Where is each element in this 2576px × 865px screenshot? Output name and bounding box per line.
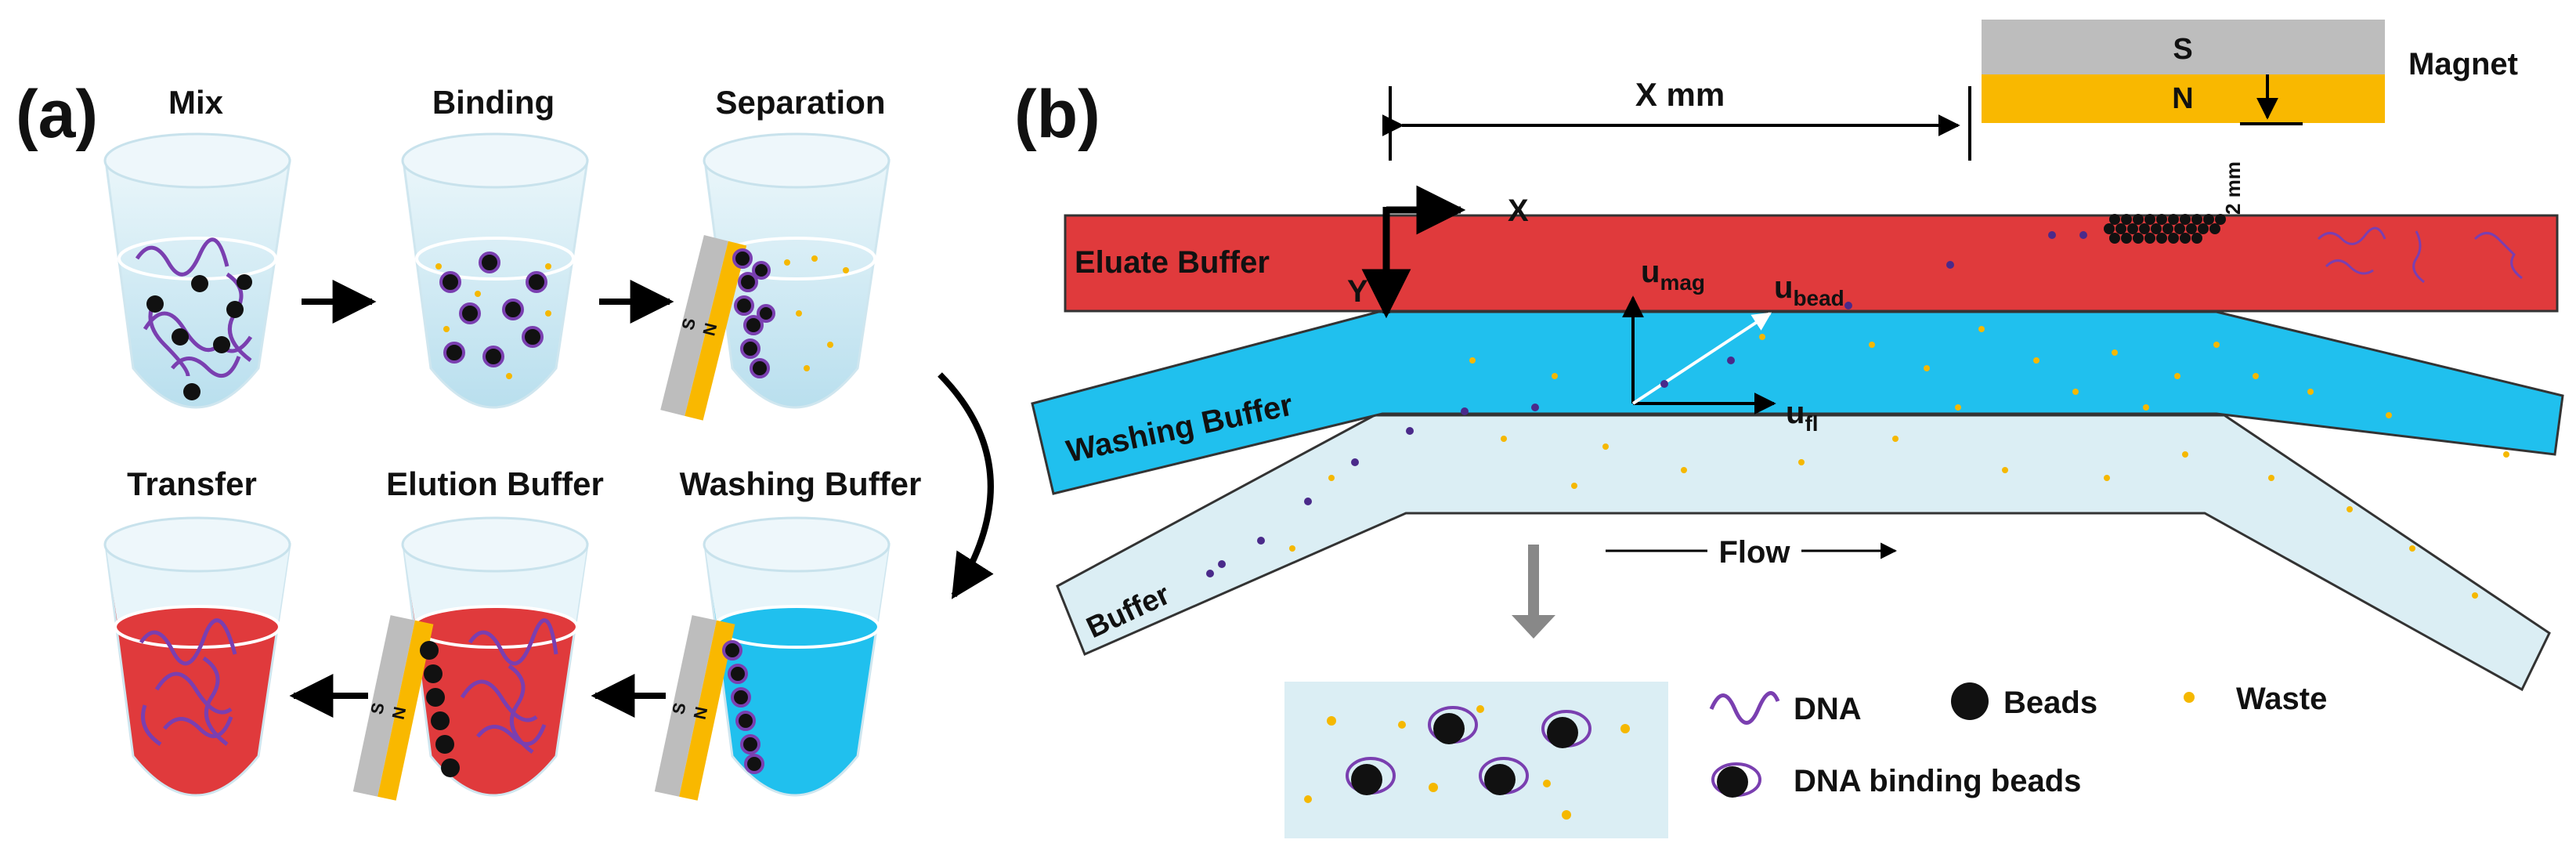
legend-beads-label: Beads <box>2003 686 2097 720</box>
step-separation-label: Separation <box>715 84 885 121</box>
tube-transfer <box>103 516 291 797</box>
legend-dna-label: DNA <box>1794 692 1862 726</box>
magnet-separation-n: N <box>699 321 721 338</box>
zoom-arrow-head <box>1512 615 1555 639</box>
tube-binding <box>401 132 589 409</box>
magnet-top-n: N <box>2172 82 2193 115</box>
axis-y-label: Y <box>1347 274 1368 309</box>
eluate-buffer-channel <box>1064 214 2559 313</box>
distance-label: X mm <box>1635 76 1725 113</box>
legend-beads-swatch <box>1951 682 1989 720</box>
legend-waste-swatch <box>2184 692 2195 703</box>
waste-dots <box>1289 326 2509 599</box>
magnet-elution-s: S <box>367 700 388 716</box>
u-fl-label: ufl <box>1786 396 1819 436</box>
legend-binding-label: DNA binding beads <box>1794 764 2081 798</box>
legend: DNA Beads Waste DNA binding beads <box>1709 682 2327 798</box>
arrow-separation-to-washing <box>938 372 994 599</box>
magnet-separation-s: S <box>677 316 699 331</box>
flow-label: Flow <box>1718 535 1790 570</box>
eluate-dna <box>2317 226 2523 284</box>
magnet-washing-s: S <box>668 700 690 716</box>
step-transfer-label: Transfer <box>127 465 257 502</box>
legend-binding-swatch <box>1717 766 1748 798</box>
zoom-inset <box>1284 682 1668 838</box>
inset-waste <box>1304 705 1630 820</box>
step-elution-label: Elution Buffer <box>386 465 604 502</box>
legend-waste-label: Waste <box>2236 682 2327 716</box>
inset-binding-beads <box>1346 706 1591 795</box>
gap-label: 2 mm <box>2221 161 2245 215</box>
tube-separation: S N <box>660 132 891 421</box>
tube-mix <box>103 132 291 409</box>
magnet-label: Magnet <box>2408 47 2518 81</box>
eluate-buffer-label: Eluate Buffer <box>1075 245 1270 280</box>
scattered-beads <box>1206 231 2087 577</box>
legend-dna-swatch <box>1709 691 1780 725</box>
panel-a-tag: (a) <box>16 77 98 152</box>
magnet-elution-n: N <box>388 705 410 722</box>
magnet-washing-n: N <box>690 705 712 722</box>
coordinate-axes <box>1361 185 1466 319</box>
magnet-top-s: S <box>2173 33 2192 66</box>
axis-x-label: X <box>1508 194 1529 228</box>
bead-cluster <box>2104 214 2226 244</box>
magnet-elution: S N <box>352 615 434 801</box>
magnet-separation: S N <box>660 234 747 421</box>
step-mix-label: Mix <box>168 84 224 121</box>
u-mag-label: umag <box>1641 255 1705 295</box>
buffer-channel <box>1056 414 2551 692</box>
distance-dimension <box>1382 86 1971 161</box>
step-washing-label: Washing Buffer <box>680 465 922 502</box>
magnet-washing: S N <box>654 615 735 801</box>
tube-washing: S N <box>654 516 891 801</box>
magnet-top: S N <box>1982 20 2385 123</box>
velocity-vectors <box>1622 295 1776 414</box>
step-binding-label: Binding <box>432 84 555 121</box>
u-bead-label: ubead <box>1774 270 1844 310</box>
panel-b-tag: (b) <box>1014 77 1100 152</box>
tube-elution: S N <box>352 516 589 801</box>
